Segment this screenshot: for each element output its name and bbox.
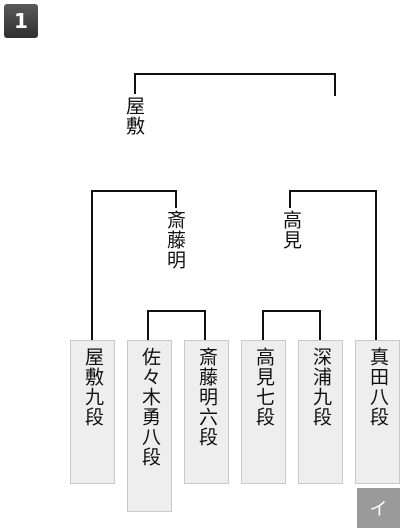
player-box-3[interactable]: 斎藤明六段 [184,340,229,484]
player-box-2[interactable]: 佐々木勇八段 [127,340,172,512]
right-semifinal-line [289,190,377,340]
left-quarterfinal-line [147,310,206,340]
left-semifinal-winner-label: 斎藤明 [164,208,186,272]
right-semifinal-winner-label: 高見 [280,208,302,252]
player-name: 佐々木勇八段 [139,347,161,467]
page-number-badge[interactable]: 1 [4,4,38,38]
final-winner-label: 屋敷 [123,94,145,138]
player-name: 深浦九段 [310,347,332,427]
player-name: 斎藤明六段 [196,347,218,447]
right-quarterfinal-line [262,310,321,340]
player-box-1[interactable]: 屋敷九段 [70,340,115,484]
left-semifinal-line [91,190,177,340]
player-box-6[interactable]: 真田八段 [355,340,400,484]
player-box-5[interactable]: 深浦九段 [298,340,343,484]
player-name: 真田八段 [367,347,389,427]
final-connector-line [134,73,336,96]
player-name: 屋敷九段 [82,347,104,427]
player-box-4[interactable]: 高見七段 [241,340,286,484]
footer-tab-button[interactable]: イ [357,488,400,528]
player-name: 高見七段 [253,347,275,427]
